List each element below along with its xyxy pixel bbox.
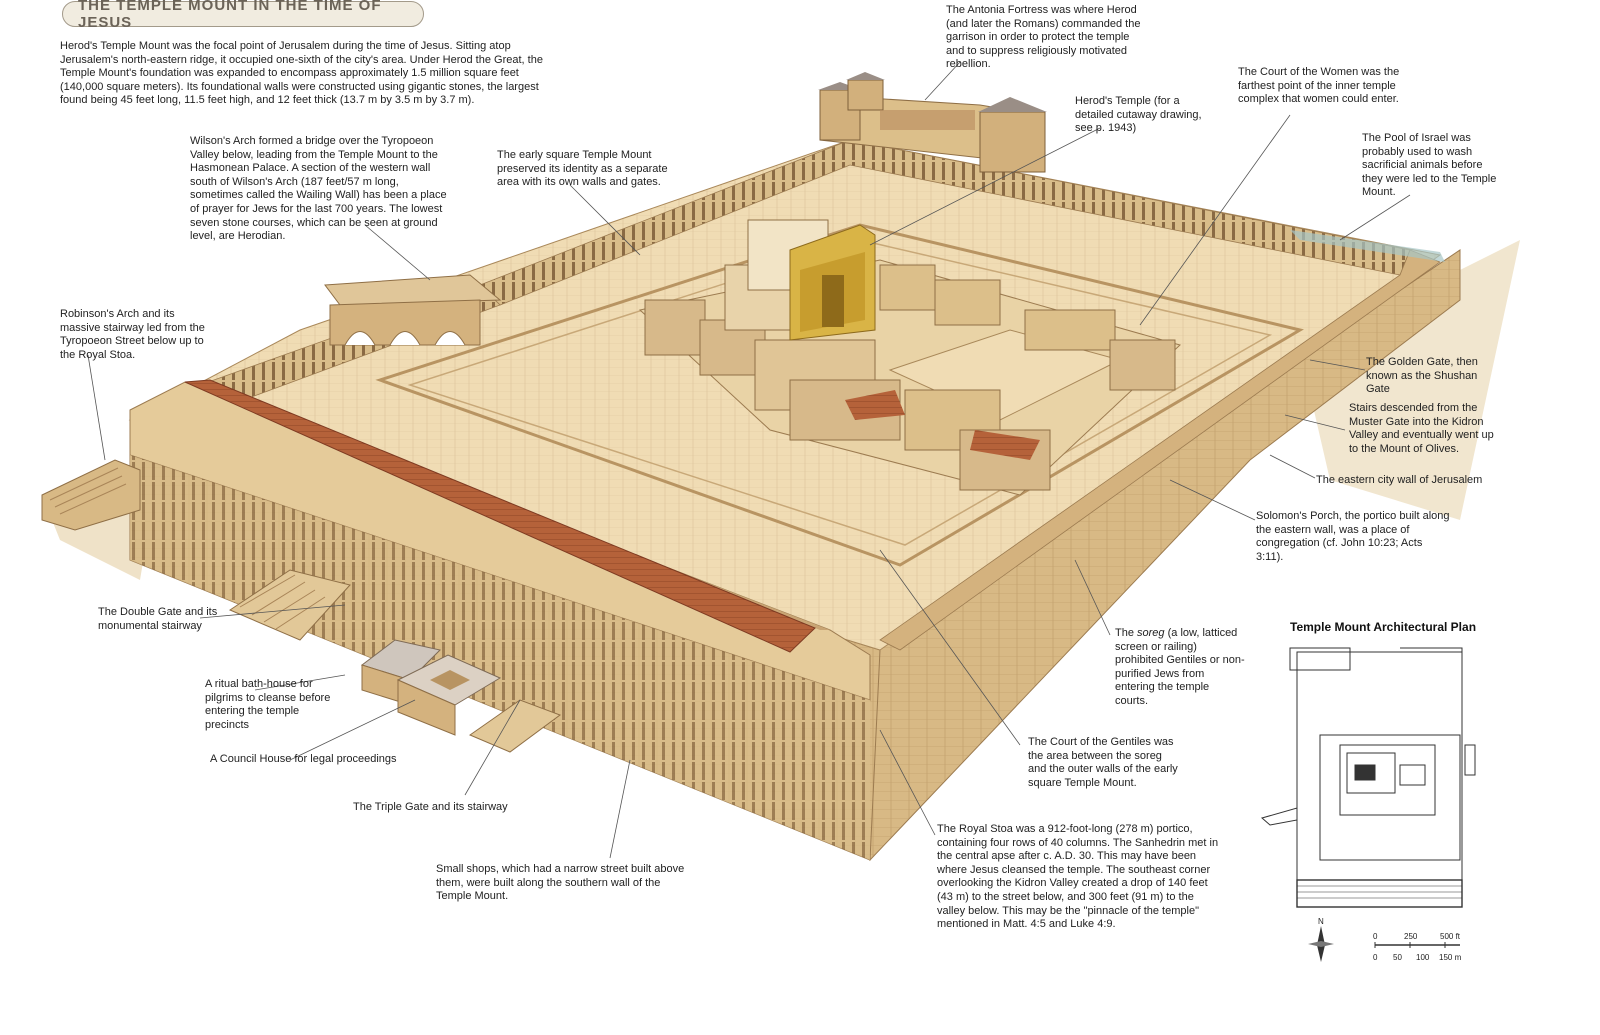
early-square-mount [375,223,1304,567]
herods-temple [724,219,876,341]
label-early-square-mount: The early square Temple Mount preserved … [497,149,668,189]
label-wilsons-arch: Wilson's Arch formed a bridge over the T… [190,135,447,243]
scale-m-0: 0 [1373,953,1378,962]
scale-m-50: 50 [1393,953,1402,962]
scale-ft-0: 0 [1373,932,1378,941]
label-herods-temple: Herod's Temple (for a detailed cutaway d… [1075,95,1202,135]
label-eastern-city-wall: The eastern city wall of Jerusalem [1316,474,1483,486]
label-robinsons-arch: Robinson's Arch and its massive stairway… [60,308,205,361]
architectural-plan [1260,647,1476,908]
label-stairs-muster-gate: Stairs descended from the Muster Gate in… [1349,402,1494,455]
north-arrow-icon: N [1308,917,1334,962]
pool-of-israel [1290,230,1445,262]
antonia-fortress [818,72,1047,173]
label-triple-gate: The Triple Gate and its stairway [353,801,508,813]
robinsons-arch [41,459,141,531]
scale-ft-250: 250 [1404,932,1418,941]
compass-north-label: N [1318,917,1324,926]
label-royal-stoa: The Royal Stoa was a 912-foot-long (278 … [937,823,1219,931]
leader-lines [87,61,1411,859]
scale-m-100: 100 [1416,953,1430,962]
page-title: THE TEMPLE MOUNT IN THE TIME OF JESUS [62,0,424,31]
southern-stairways [228,569,562,753]
label-solomons-porch: Solomon's Porch, the portico built along… [1256,510,1450,563]
label-golden-gate: The Golden Gate, then known as the Shush… [1366,356,1478,396]
label-double-gate: The Double Gate and its monumental stair… [98,606,218,632]
label-court-of-gentiles: The Court of the Gentiles was the area b… [1028,736,1178,789]
label-ritual-bath-house: A ritual bath-house for pilgrims to clea… [205,678,331,731]
label-council-house: A Council House for legal proceedings [210,753,397,765]
label-soreg: The soreg (a low, latticed screen or rai… [1115,627,1245,707]
label-court-of-women: The Court of the Women was the farthest … [1238,66,1400,106]
intro-paragraph: Herod's Temple Mount was the focal point… [60,40,543,107]
scale-bar: 0 250 500 ft 0 50 100 150 m [1373,932,1462,962]
royal-stoa [129,379,871,860]
scale-ft-500: 500 ft [1440,932,1461,941]
wilsons-arch [324,274,502,346]
label-pool-of-israel: The Pool of Israel was probably used to … [1362,132,1497,199]
label-small-shops: Small shops, which had a narrow street b… [436,863,685,903]
label-antonia-fortress: The Antonia Fortress was where Herod (an… [946,4,1141,71]
plan-title: Temple Mount Architectural Plan [1290,620,1477,634]
scale-m-150: 150 m [1439,953,1462,962]
